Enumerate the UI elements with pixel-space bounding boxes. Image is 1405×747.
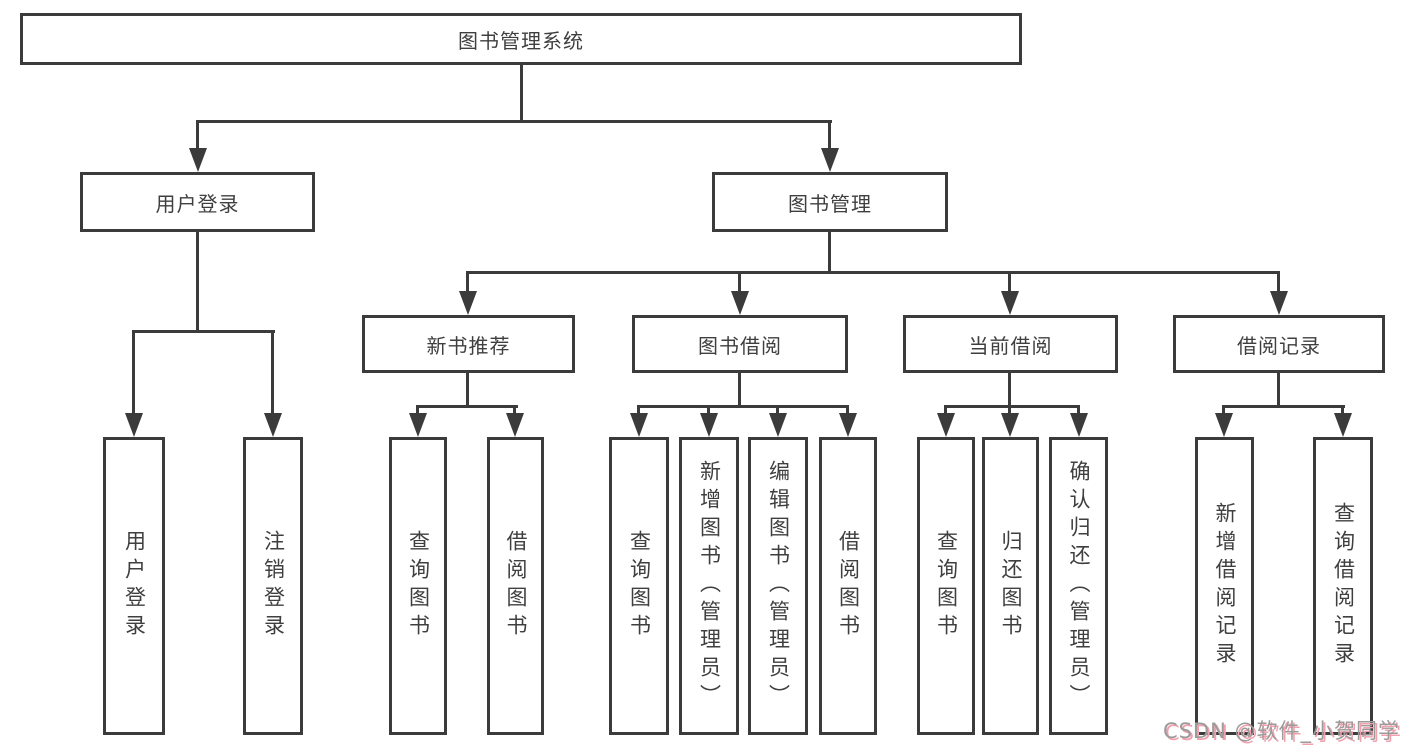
arrowhead-bb-edit	[769, 413, 787, 437]
connector-drop-current-borrow	[1008, 271, 1011, 293]
arrowhead-leaf-logout	[264, 413, 282, 437]
node-user-login: 用户登录	[80, 172, 315, 232]
leaf-bb-query-books: 查询图书	[609, 437, 669, 735]
leaf-bb-borrow-books-label: 借阅图书	[836, 530, 861, 642]
leaf-bb-borrow-books: 借阅图书	[819, 437, 877, 735]
arrowhead-book-borrow	[731, 291, 749, 315]
connector-drop-bb-borrow	[846, 405, 849, 415]
connector-user-login-trunk	[196, 232, 199, 332]
arrowhead-book-mgmt	[821, 148, 839, 172]
connector-drop-leaf-user-login	[132, 330, 135, 414]
node-current-borrowing-label: 当前借阅	[968, 333, 1053, 358]
connector-drop-user-login	[196, 120, 199, 150]
leaf-logout: 注销登录	[243, 437, 303, 735]
node-book-management: 图书管理	[712, 172, 948, 232]
arrowhead-current-borrow	[1001, 291, 1019, 315]
node-user-login-label: 用户登录	[155, 191, 240, 216]
connector-cb-rail	[944, 405, 1080, 408]
connector-drop-cb-return	[1008, 405, 1011, 415]
connector-nbr-rail	[416, 405, 518, 408]
arrowhead-borrow-record	[1270, 291, 1288, 315]
node-new-book-recommendation: 新书推荐	[362, 315, 575, 373]
leaf-nbr-query-books: 查询图书	[389, 437, 447, 735]
leaf-bb-add-books-admin-label: 新增图书（管理员）	[697, 460, 722, 712]
node-borrowing-records-label: 借阅记录	[1237, 333, 1321, 358]
arrowhead-bb-query	[630, 413, 648, 437]
leaf-nbr-borrow-books-label: 借阅图书	[504, 530, 529, 642]
connector-drop-borrow-record	[1277, 271, 1280, 293]
arrowhead-user-login	[189, 148, 207, 172]
connector-book-mgmt-rail	[466, 271, 1280, 274]
leaf-cb-return-books: 归还图书	[982, 437, 1039, 735]
connector-br-trunk	[1277, 373, 1280, 407]
connector-user-login-rail	[132, 330, 275, 333]
connector-drop-nbr-borrow	[513, 405, 516, 415]
connector-drop-cb-query	[944, 405, 947, 415]
node-book-borrowing-label: 图书借阅	[698, 333, 782, 358]
node-current-borrowing: 当前借阅	[903, 315, 1118, 373]
node-root: 图书管理系统	[20, 13, 1022, 65]
node-book-borrowing: 图书借阅	[632, 315, 848, 373]
node-book-management-label: 图书管理	[788, 191, 872, 216]
connector-book-mgmt-trunk	[828, 232, 831, 273]
leaf-br-query-record-label: 查询借阅记录	[1331, 502, 1356, 670]
leaf-logout-label: 注销登录	[261, 530, 286, 642]
leaf-user-login: 用户登录	[103, 437, 165, 735]
arrowhead-nbr-query	[409, 413, 427, 437]
connector-drop-br-query	[1341, 405, 1344, 415]
node-new-book-recommendation-label: 新书推荐	[426, 333, 511, 358]
leaf-user-login-label: 用户登录	[122, 530, 147, 642]
connector-drop-nbr-query	[416, 405, 419, 415]
arrowhead-bb-add	[700, 413, 718, 437]
arrowhead-cb-query	[937, 413, 955, 437]
csdn-watermark: CSDN @软件_小贺同学	[1162, 719, 1400, 743]
leaf-nbr-query-books-label: 查询图书	[406, 530, 431, 642]
connector-bb-rail	[637, 405, 849, 408]
connector-drop-leaf-logout	[271, 330, 274, 414]
connector-bb-trunk	[738, 373, 741, 407]
leaf-bb-query-books-label: 查询图书	[627, 530, 652, 642]
arrowhead-cb-confirm	[1070, 413, 1088, 437]
connector-cb-trunk	[1008, 373, 1011, 407]
leaf-br-add-record-label: 新增借阅记录	[1213, 502, 1238, 670]
arrowhead-leaf-user-login	[125, 413, 143, 437]
arrowhead-nbr-borrow	[506, 413, 524, 437]
leaf-br-query-record: 查询借阅记录	[1313, 437, 1373, 735]
connector-drop-bb-query	[637, 405, 640, 415]
connector-drop-bb-add	[707, 405, 710, 415]
connector-drop-book-mgmt	[828, 120, 831, 150]
connector-br-rail	[1222, 405, 1345, 408]
leaf-bb-edit-books-admin: 编辑图书（管理员）	[748, 437, 808, 735]
leaf-br-add-record: 新增借阅记录	[1195, 437, 1254, 735]
leaf-cb-confirm-return-admin: 确认归还（管理员）	[1049, 437, 1108, 735]
connector-drop-book-borrow	[738, 271, 741, 293]
leaf-cb-query-books-label: 查询图书	[934, 530, 959, 642]
leaf-nbr-borrow-books: 借阅图书	[487, 437, 544, 735]
leaf-cb-return-books-label: 归还图书	[999, 530, 1024, 642]
leaf-bb-edit-books-admin-label: 编辑图书（管理员）	[766, 460, 791, 712]
connector-drop-br-add	[1222, 405, 1225, 415]
connector-nbr-trunk	[466, 373, 469, 407]
leaf-cb-query-books: 查询图书	[917, 437, 975, 735]
connector-root-rail	[196, 120, 832, 123]
arrowhead-br-query	[1334, 413, 1352, 437]
connector-drop-bb-edit	[776, 405, 779, 415]
arrowhead-new-book-rec	[459, 291, 477, 315]
node-borrowing-records: 借阅记录	[1173, 315, 1385, 373]
arrowhead-br-add	[1215, 413, 1233, 437]
node-root-label: 图书管理系统	[458, 28, 584, 53]
connector-drop-cb-confirm	[1077, 405, 1080, 415]
arrowhead-cb-return	[1001, 413, 1019, 437]
arrowhead-bb-borrow	[839, 413, 857, 437]
leaf-cb-confirm-return-admin-label: 确认归还（管理员）	[1067, 460, 1092, 712]
connector-root-trunk	[520, 65, 523, 123]
leaf-bb-add-books-admin: 新增图书（管理员）	[679, 437, 739, 735]
connector-drop-new-book-rec	[466, 271, 469, 293]
